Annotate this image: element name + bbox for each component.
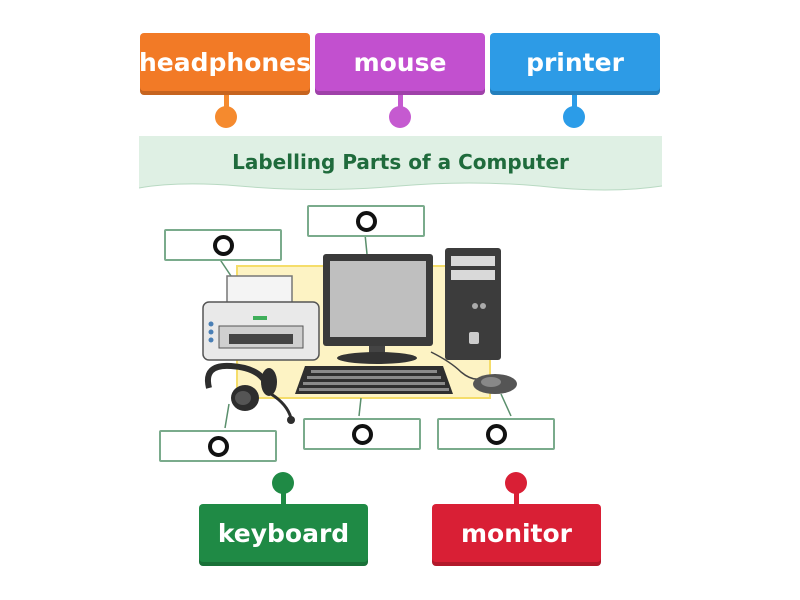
pin-printer [563, 95, 585, 129]
monitor-icon [323, 254, 433, 364]
worksheet: Labelling Parts of a Computer [139, 136, 662, 462]
tile-mouse-label: mouse [353, 47, 447, 77]
tile-mouse[interactable]: mouse [315, 33, 485, 95]
drop-marker-icon [485, 423, 507, 445]
drop-zone-4[interactable] [303, 418, 421, 450]
drop-marker-icon [212, 234, 234, 256]
computer-illustration [202, 233, 517, 429]
tile-monitor-label: monitor [460, 518, 573, 548]
printer-icon [202, 275, 320, 361]
pin-keyboard [272, 472, 294, 506]
drop-zone-5[interactable] [437, 418, 555, 450]
drop-marker-icon [207, 435, 229, 457]
worksheet-header [139, 136, 662, 191]
drop-marker-icon [351, 423, 373, 445]
tile-headphones-label: headphones [138, 47, 312, 77]
keyboard-icon [295, 366, 453, 394]
tile-printer[interactable]: printer [490, 33, 660, 95]
drop-zone-1[interactable] [164, 229, 282, 261]
mouse-icon [430, 351, 517, 394]
headphones-icon [205, 362, 295, 424]
tile-keyboard-label: keyboard [217, 518, 350, 548]
tile-keyboard[interactable]: keyboard [199, 504, 368, 566]
pin-mouse [389, 95, 411, 129]
pin-monitor [505, 472, 527, 506]
pin-headphones [215, 95, 237, 129]
drop-zone-2[interactable] [307, 205, 425, 237]
tile-monitor[interactable]: monitor [432, 504, 601, 566]
worksheet-title: Labelling Parts of a Computer [232, 150, 569, 174]
tower-icon [445, 248, 501, 360]
drop-zone-3[interactable] [159, 430, 277, 462]
tile-printer-label: printer [526, 47, 624, 77]
tile-headphones[interactable]: headphones [138, 33, 312, 95]
drop-marker-icon [355, 210, 377, 232]
